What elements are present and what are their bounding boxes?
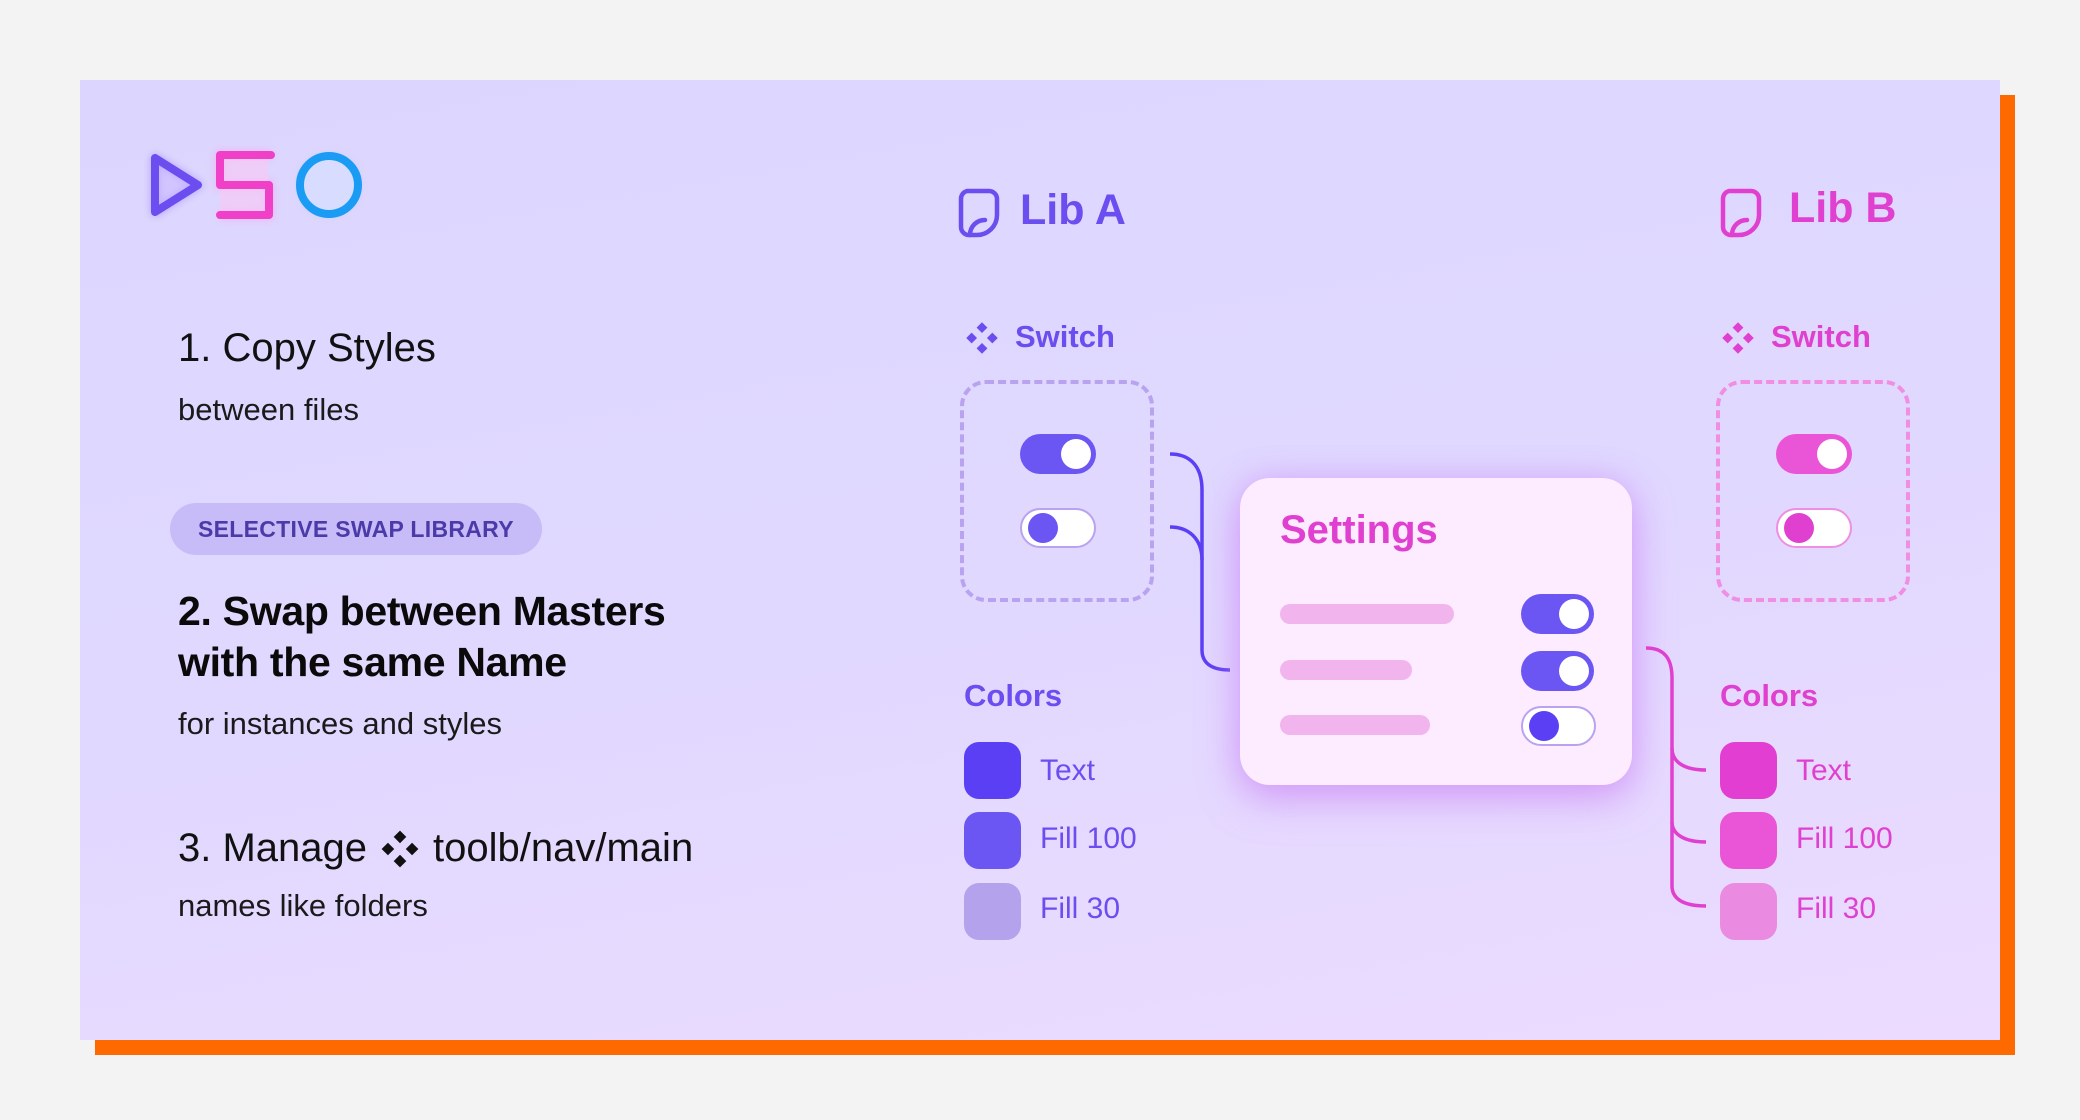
lib-a-swatch-label: Fill 100 [1040, 822, 1137, 855]
switch-knob [1559, 656, 1589, 686]
lib-a-switch-frame [960, 380, 1154, 602]
lib-a-switch-on[interactable] [1020, 434, 1096, 474]
lib-b-swatch-label: Fill 30 [1796, 892, 1877, 925]
step1-subtitle: between files [178, 392, 359, 427]
lib-a-swatch-text[interactable] [964, 742, 1021, 799]
switch-knob [1028, 513, 1058, 543]
setting-row-placeholder [1280, 660, 1412, 680]
feature-card: 1. Copy Styles between files SELECTIVE S… [80, 80, 2000, 1040]
switch-knob [1817, 439, 1847, 469]
lib-a-swatch-fill30[interactable] [964, 883, 1021, 940]
step2-title: 2. Swap between Masters with the same Na… [178, 586, 666, 688]
settings-title: Settings [1280, 508, 1438, 552]
switch-knob [1784, 513, 1814, 543]
component-icon [1722, 322, 1754, 354]
lib-a-swatch-label: Fill 30 [1040, 892, 1121, 925]
lib-b-swatch-text[interactable] [1720, 742, 1777, 799]
lib-a-colors-label: Colors [964, 678, 1063, 713]
lib-b-swatch-label: Fill 100 [1796, 822, 1893, 855]
settings-card: Settings [1240, 478, 1632, 785]
settings-toggle-3[interactable] [1521, 706, 1596, 746]
lib-a-title: Lib A [1020, 186, 1126, 234]
setting-row-placeholder [1280, 604, 1454, 624]
step2-title-line1: 2. Swap between Masters [178, 588, 666, 634]
step3-title-suffix: toolb/nav/main [433, 826, 694, 870]
switch-knob [1061, 439, 1091, 469]
step3-subtitle: names like folders [178, 888, 428, 923]
step3-title-prefix: 3. Manage [178, 826, 368, 870]
lib-b-connector [1645, 646, 1707, 908]
component-icon [966, 322, 998, 354]
setting-row-placeholder [1280, 715, 1430, 735]
lib-b-switch-frame [1716, 380, 1910, 602]
o-letter-icon [296, 152, 362, 218]
dso-logo [150, 150, 362, 220]
step1-title: 1. Copy Styles [178, 326, 436, 370]
settings-toggle-1[interactable] [1521, 594, 1594, 634]
lib-a-switch-label: Switch [1015, 319, 1115, 354]
settings-toggle-2[interactable] [1521, 651, 1594, 691]
switch-knob [1529, 711, 1559, 741]
component-icon [381, 830, 419, 867]
step2-title-line2: with the same Name [178, 639, 567, 685]
file-icon [958, 188, 1000, 238]
lib-b-switch-label: Switch [1771, 319, 1871, 354]
lib-b-swatch-fill100[interactable] [1720, 812, 1777, 869]
lib-a-switch-off[interactable] [1020, 508, 1096, 548]
feature-badge: SELECTIVE SWAP LIBRARY [170, 503, 542, 555]
file-icon [1720, 188, 1762, 238]
lib-b-switch-on[interactable] [1776, 434, 1852, 474]
s-letter-icon [216, 151, 275, 219]
lib-b-swatch-label: Text [1796, 754, 1852, 787]
play-triangle-icon [151, 154, 202, 216]
lib-a-swatch-fill100[interactable] [964, 812, 1021, 869]
step3-title: 3. Manage toolb/nav/main [178, 826, 693, 871]
lib-a-connector [1169, 452, 1231, 672]
lib-a-swatch-label: Text [1040, 754, 1096, 787]
lib-b-title: Lib B [1789, 184, 1897, 232]
switch-knob [1559, 599, 1589, 629]
lib-b-colors-label: Colors [1720, 678, 1819, 713]
lib-b-switch-off[interactable] [1776, 508, 1852, 548]
step2-subtitle: for instances and styles [178, 706, 502, 741]
lib-b-swatch-fill30[interactable] [1720, 883, 1777, 940]
